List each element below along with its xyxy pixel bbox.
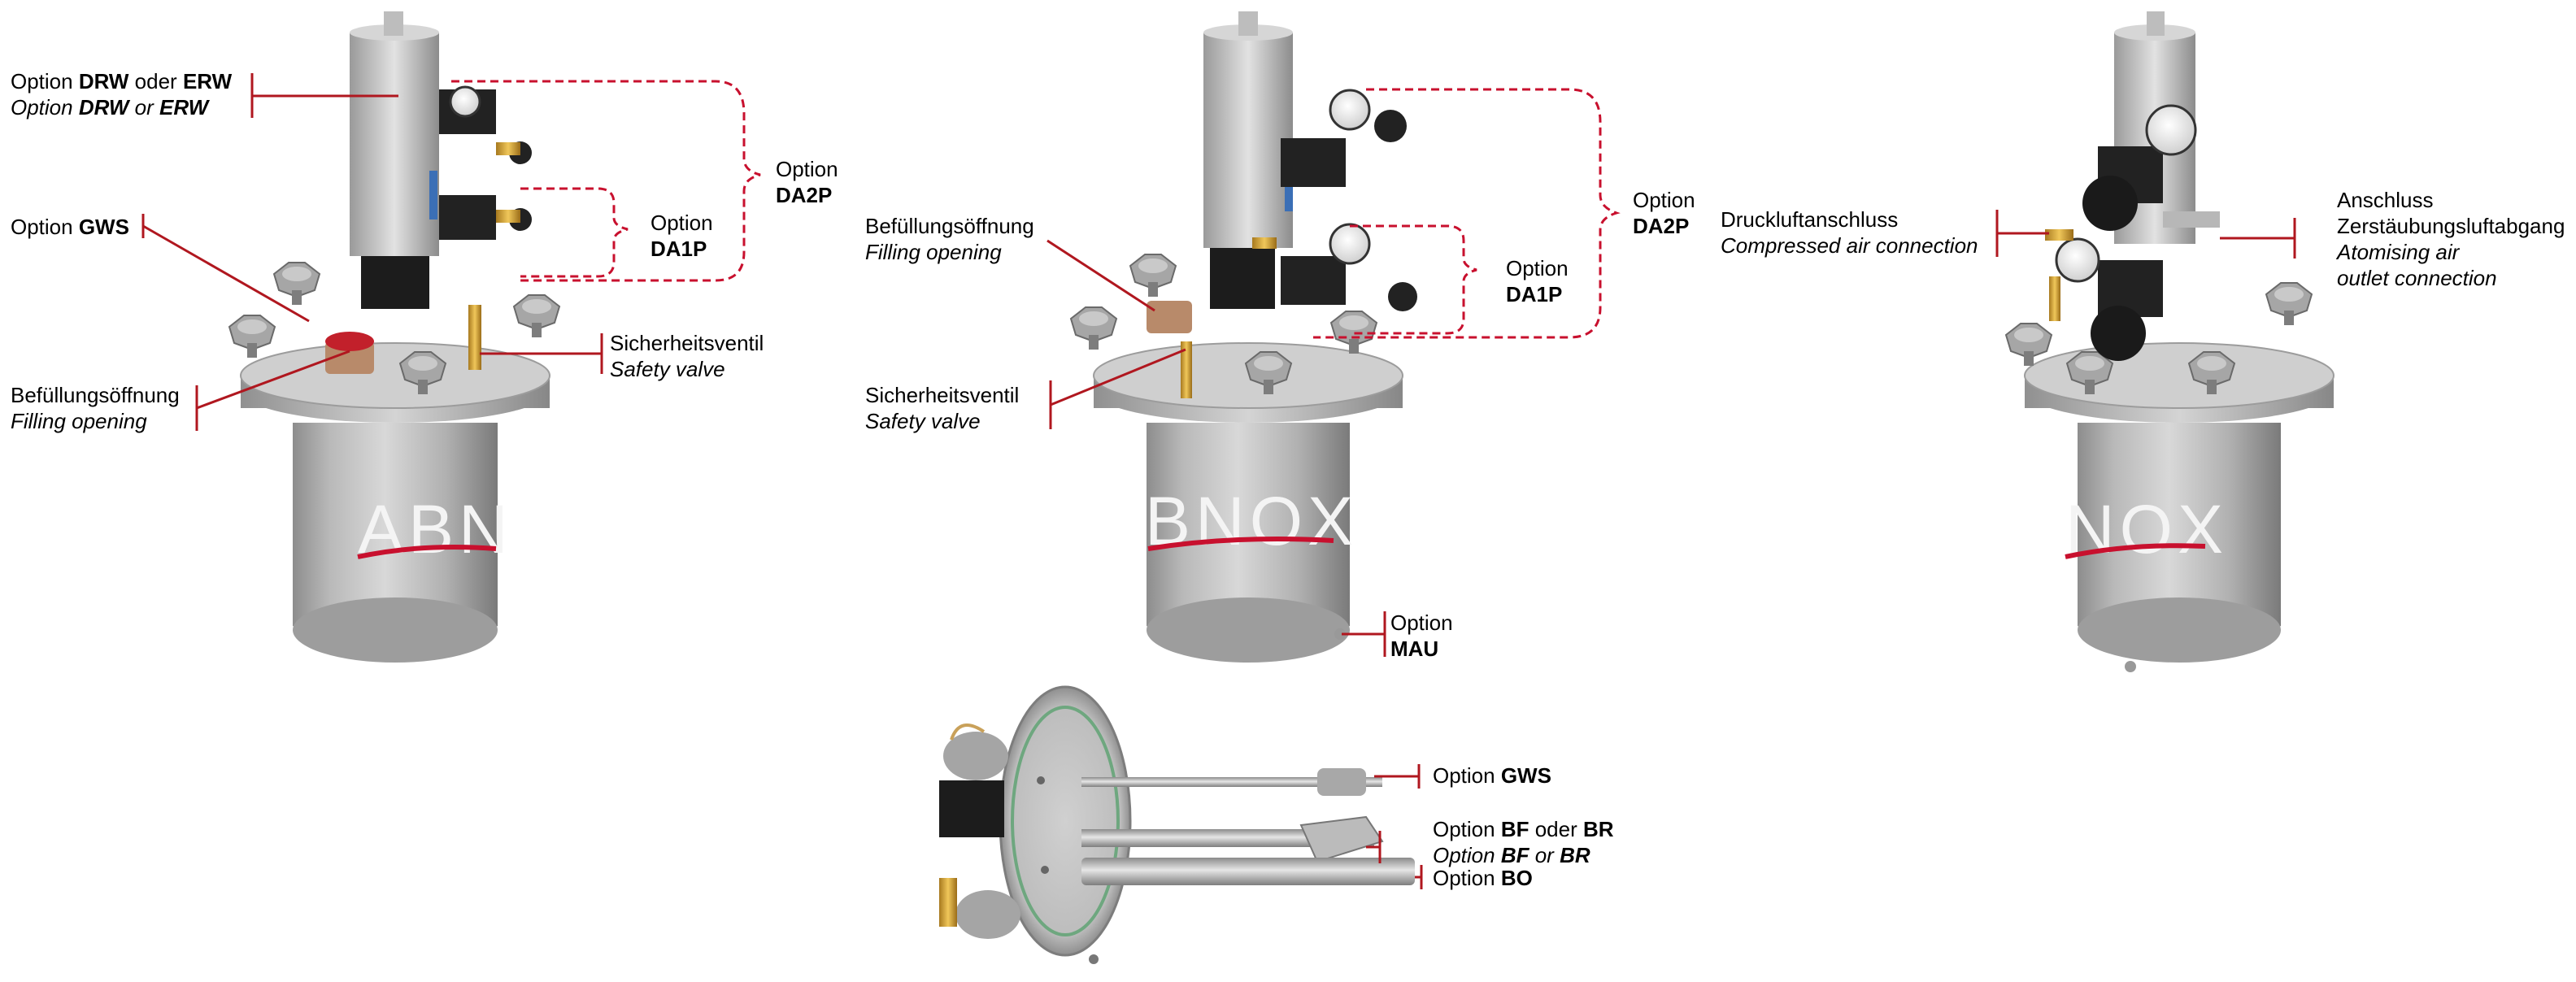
lid-assembly [939,685,1415,964]
callout-lines [141,73,2296,889]
vessel-c-logo: NOX [2065,491,2228,567]
vessel-a: ABN [228,11,560,663]
label-filling-opening-a: Befüllungsöffnung Filling opening [11,383,180,433]
vessel-b: BNOX [1070,11,1417,663]
label-option-da2p-a: Option DA2P [776,157,838,207]
label-option-bf-br: Option BF oder BR Option BF or BR [1433,817,1614,867]
dashed-brackets [451,80,1621,339]
label-safety-valve-b: Sicherheitsventil Safety valve [865,383,1020,433]
vessel-c: NOX [2005,11,2334,672]
label-option-gws-lid: Option GWS [1433,763,1551,788]
label-safety-valve-a: Sicherheitsventil Safety valve [610,331,764,381]
label-option-bo: Option BO [1433,866,1533,890]
vessel-a-logo: ABN [358,491,513,567]
label-atomising-air-outlet: Anschluss Zerstäubungsluftabgang Atomisi… [2337,188,2565,290]
label-option-mau: Option MAU [1390,610,1453,661]
label-option-da1p-a: Option DA1P [651,211,713,261]
label-option-drw-erw: Option DRW oder ERW Option DRW or ERW [11,69,233,119]
label-filling-opening-b: Befüllungsöffnung Filling opening [865,214,1034,264]
label-option-gws: Option GWS [11,215,129,239]
vessel-b-logo: BNOX [1145,483,1358,559]
label-option-da2p-b: Option DA2P [1633,188,1695,238]
label-compressed-air-connection: Druckluftanschluss Compressed air connec… [1721,207,1978,258]
label-option-da1p-b: Option DA1P [1506,256,1569,306]
